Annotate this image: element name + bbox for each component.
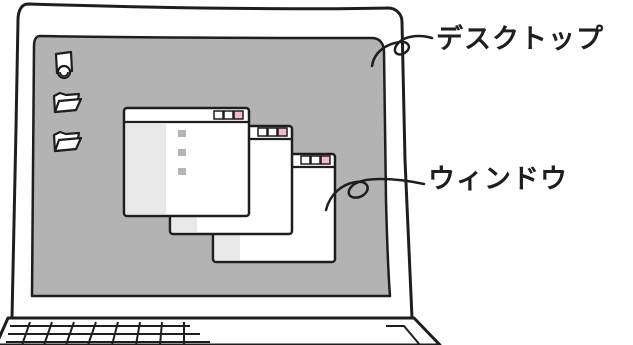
- keyboard: [6, 322, 210, 345]
- document-icon: [56, 52, 72, 78]
- window-back: [124, 108, 249, 216]
- desktop-label: デスクトップ: [436, 26, 604, 53]
- folder-icon: [54, 132, 81, 151]
- laptop-base: [0, 318, 440, 345]
- window-label: ウィンドウ: [428, 166, 568, 193]
- folder-icon: [54, 93, 81, 112]
